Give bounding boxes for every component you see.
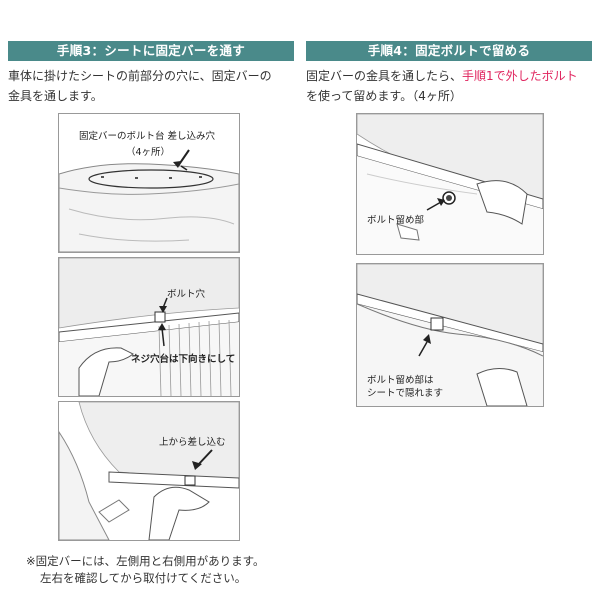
step4-heading: 手順4：固定ボルトで留める	[306, 41, 592, 61]
step3-description: 車体に掛けたシートの前部分の穴に、固定バーの 金具を通します。	[8, 66, 298, 106]
step3-heading: 手順3：シートに固定バーを通す	[8, 41, 294, 61]
step4-description: 固定バーの金具を通したら、手順1で外したボルト を使って留めます。（4ヶ所）	[306, 66, 596, 106]
step3-desc-line2: 金具を通します。	[8, 89, 103, 103]
panel1-label-line2: （4ヶ所）	[126, 147, 171, 158]
step3-desc-line1: 車体に掛けたシートの前部分の穴に、固定バーの	[8, 69, 272, 83]
panel3-label: 上から差し込む	[159, 437, 226, 448]
step4-desc-highlight: 手順1で外したボルト	[462, 69, 578, 83]
illustration-bar-insertion: ボルト穴 ネジ穴台は下向きにして	[58, 257, 240, 397]
illustration-bolt-holes-drawing	[59, 149, 239, 252]
illustration-bolt-hidden: ボルト留め部は シートで隠れます	[356, 263, 544, 407]
panel1-label-line1: 固定バーのボルト台 差し込み穴	[79, 131, 216, 142]
illustration-bolt-hidden-drawing	[357, 264, 543, 406]
illustration-bolt-fastening: ボルト留め部	[356, 113, 544, 255]
panel5-label-line1: ボルト留め部は	[367, 375, 434, 386]
panel2-label-bottom: ネジ穴台は下向きにして	[131, 354, 236, 365]
illustration-insert-from-above: 上から差し込む	[58, 401, 240, 541]
panel2-label-top: ボルト穴	[167, 289, 206, 300]
step4-desc-line1-a: 固定バーの金具を通したら、	[306, 69, 463, 83]
footnote-line2: 左右を確認してから取付けてください。	[40, 571, 247, 585]
step4-desc-line1: 固定バーの金具を通したら、手順1で外したボルト	[306, 66, 596, 86]
footnote-line1: ※固定バーには、左側用と右側用があります。	[26, 554, 265, 568]
step4-desc-line2: を使って留めます。（4ヶ所）	[306, 89, 462, 103]
illustration-bolt-holes: 固定バーのボルト台 差し込み穴 （4ヶ所）	[58, 113, 240, 253]
illustration-bar-insertion-drawing	[59, 258, 239, 396]
illustration-insert-from-above-drawing	[59, 402, 239, 540]
panel4-label: ボルト留め部	[367, 215, 425, 226]
illustration-bolt-fastening-drawing	[357, 114, 543, 254]
panel5-label-line2: シートで隠れます	[367, 388, 444, 399]
